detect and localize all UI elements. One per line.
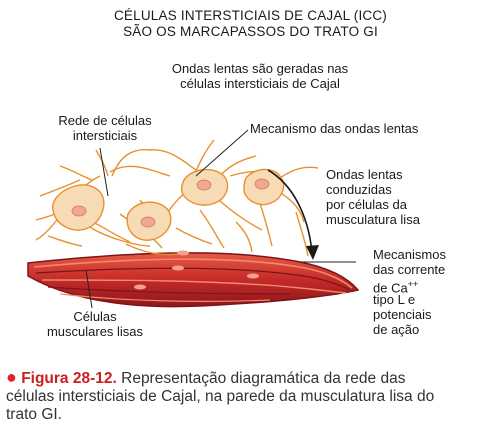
- label-mechanisms-de: de: [373, 280, 388, 296]
- icc-cell: [51, 184, 105, 231]
- leader-mechanism: [195, 129, 249, 177]
- muscle-nucleus: [172, 265, 184, 271]
- label-mechanism: Mecanismo das ondas lentas: [250, 121, 419, 136]
- muscle-nucleus: [247, 273, 259, 279]
- leader-lines: [85, 129, 356, 309]
- leader-network: [99, 147, 109, 197]
- title-line-2: SÃO OS MARCAPASSOS DO TRATO GI: [123, 24, 378, 39]
- label-smooth-line-1: Células: [73, 309, 117, 324]
- caption-text-1: Representação diagramática da rede das: [121, 370, 406, 387]
- subtitle-line-1: Ondas lentas são geradas nas: [171, 61, 349, 76]
- label-mechanisms-line-2: das corrente: [373, 262, 446, 277]
- icc-cells: [51, 168, 285, 241]
- caption-line-2: células intersticiais de Cajal, na pared…: [6, 388, 435, 405]
- leader-smooth-muscle: [85, 269, 93, 309]
- label-mechanisms-line-6: de ação: [373, 322, 420, 337]
- figure-caption: ● Figura 28-12. Representação diagramáti…: [6, 368, 496, 424]
- label-smooth-line-2: musculares lisas: [46, 324, 144, 339]
- label-conducted-line-2: conduzidas: [326, 182, 392, 197]
- label-network-line-1: Rede de células: [58, 113, 152, 128]
- label-network-line-2: intersticiais: [72, 128, 138, 143]
- muscle-nucleus: [177, 250, 189, 256]
- label-conducted-line-3: por células da: [326, 197, 407, 212]
- smooth-muscle-bundle: [27, 250, 360, 308]
- label-mechanisms-line-4: tipo L e: [373, 292, 416, 307]
- icc-cell: [126, 201, 172, 241]
- icc-cell: [180, 169, 229, 206]
- caption-line-3: trato GI.: [6, 406, 62, 423]
- icc-cell: [243, 168, 285, 206]
- label-mechanisms-ca: Ca: [391, 280, 408, 296]
- label-conducted-line-4: musculatura lisa: [326, 212, 420, 227]
- conduction-arrow: [267, 169, 319, 260]
- figure-label: Figura 28-12.: [21, 370, 117, 387]
- label-mechanisms-line-3: de Ca++: [373, 277, 418, 295]
- label-conducted-line-1: Ondas lentas: [326, 167, 403, 182]
- title-line-1: CÉLULAS INTERSTICIAIS DE CAJAL (ICC): [113, 8, 387, 23]
- muscle-nucleus: [134, 284, 146, 290]
- caption-line-1: ● Figura 28-12. Representação diagramáti…: [6, 368, 496, 388]
- label-mechanisms-line-5: potenciais: [373, 307, 432, 322]
- subtitle-line-2: células intersticiais de Cajal: [180, 76, 340, 91]
- label-mechanisms-line-1: Mecanismos: [373, 247, 446, 262]
- label-mechanisms-ca-charge: ++: [407, 279, 419, 289]
- bullet-icon: ●: [6, 367, 17, 387]
